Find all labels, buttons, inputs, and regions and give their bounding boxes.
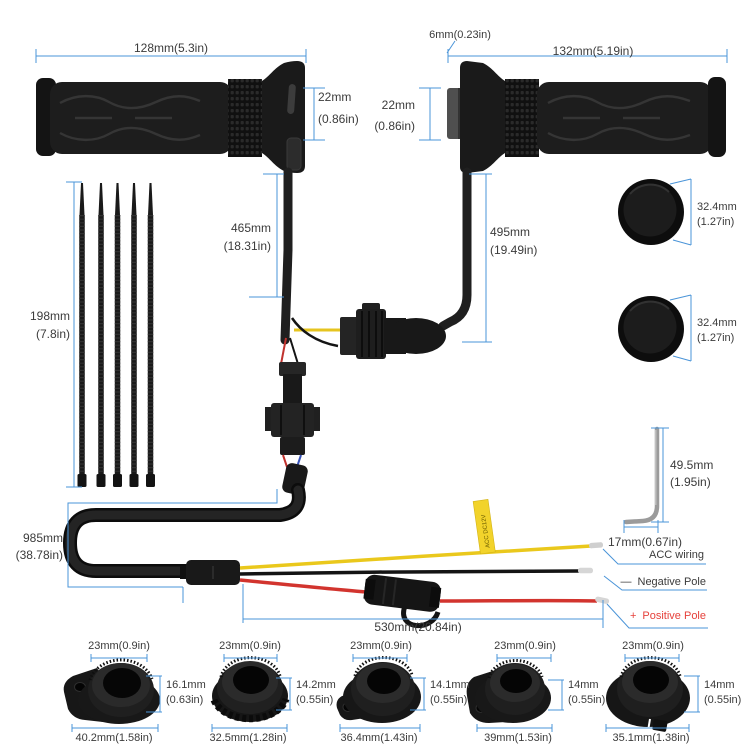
spacer-ring-1 [63,658,160,724]
spacer-ring-3 [336,656,421,723]
dim-cap1-mm: 32.4mm [697,201,737,213]
dim-ring3-height-in: (0.55in) [430,694,468,706]
dim-left-grip-diameter-in: (0.86in) [318,112,359,126]
dim-cap2-in: (1.27in) [697,332,735,344]
dim-ring5-outer: 35.1mm(1.38in) [612,732,690,744]
dim-lead-length: 530mm(20.84in) [374,620,462,634]
dim-ring1-height-mm: 16.1mm [166,679,206,691]
label-acc-wiring: ACC wiring [648,549,704,561]
spacer-ring-2 [210,656,290,723]
dim-hex-key-height-in: (1.95in) [670,475,711,489]
dim-ring2-height-in: (0.55in) [296,694,334,706]
dim-left-cable-in: (18.31in) [223,239,271,253]
dim-cable-ties-in: (7.8in) [35,327,70,341]
dim-ring2-outer: 32.5mm(1.28in) [209,732,287,744]
hex-key-illustration [623,426,660,525]
dim-ring1-outer: 40.2mm(1.58in) [75,732,153,744]
fuse-holder [363,574,442,612]
label-negative-pole: — Negative Pole [621,576,707,589]
acc-wire [239,544,592,570]
dimension-lines [35,40,728,732]
spacer-ring-5 [606,656,690,732]
right-grip-cable [438,167,472,331]
dim-left-cable-mm: 465mm [230,221,271,235]
dim-ring5-height-in: (0.55in) [704,694,742,706]
dim-right-grip-edge: 6mm(0.23in) [429,29,491,41]
dim-ring1-inner: 23mm(0.9in) [88,640,150,652]
bar-end-cap-2 [618,296,684,362]
dim-left-grip-length: 128mm(5.3in) [133,41,209,55]
inline-connector-illustration [265,337,320,495]
label-positive-pole: + Positive Pole [630,610,706,623]
cable-ties-illustration [77,183,155,487]
dim-ring3-inner: 23mm(0.9in) [350,640,412,652]
dim-right-grip-diameter-in: (0.86in) [374,119,415,133]
dim-harness-main-mm: 985mm [22,531,63,545]
dim-left-grip-diameter-mm: 22mm [318,90,352,104]
main-cable-illustration [62,483,306,585]
dim-ring3-height-mm: 14.1mm [430,679,470,691]
acc-flag: ACC DC12V [472,499,496,555]
dim-ring4-height-mm: 14mm [568,679,599,691]
bar-end-cap-1 [618,179,684,245]
spacer-ring-4 [466,658,551,723]
dim-cable-ties-mm: 198mm [29,309,70,323]
dim-right-grip-length: 132mm(5.19in) [552,44,634,58]
positive-wire [239,578,367,594]
dim-ring4-height-in: (0.55in) [568,694,606,706]
dim-ring2-inner: 23mm(0.9in) [219,640,281,652]
dim-right-grip-diameter-mm: 22mm [381,98,415,112]
dim-ring4-inner: 23mm(0.9in) [494,640,556,652]
negative-text: Negative Pole [637,576,707,588]
dim-ring5-inner: 23mm(0.9in) [622,640,684,652]
harness-wires-illustration: ACC DC12V [239,499,610,628]
dim-hex-key-width: 17mm(0.67in) [607,535,683,549]
positive-text: Positive Pole [642,610,706,622]
dim-ring4-outer: 39mm(1.53in) [484,732,552,744]
dim-harness-main-in: (38.78in) [15,548,63,562]
acc-flag-text: ACC DC12V [481,514,492,548]
dim-hex-key-height-mm: 49.5mm [670,458,714,472]
negative-wire [239,569,581,576]
plug-connector-illustration [290,303,446,359]
right-grip-illustration [438,61,726,331]
dim-cap1-in: (1.27in) [697,216,735,228]
dim-ring3-outer: 36.4mm(1.43in) [340,732,418,744]
dim-cap2-mm: 32.4mm [697,317,737,329]
dim-right-cable-in: (19.49in) [490,243,538,257]
left-grip-cable [280,167,293,345]
negative-sign: — [620,576,632,588]
dim-right-cable-mm: 495mm [490,225,531,239]
positive-sign: + [629,610,637,622]
dim-ring5-height-mm: 14mm [704,679,735,691]
dim-ring2-height-mm: 14.2mm [296,679,336,691]
left-grip-illustration [36,61,305,345]
dim-ring1-height-in: (0.63in) [166,694,204,706]
